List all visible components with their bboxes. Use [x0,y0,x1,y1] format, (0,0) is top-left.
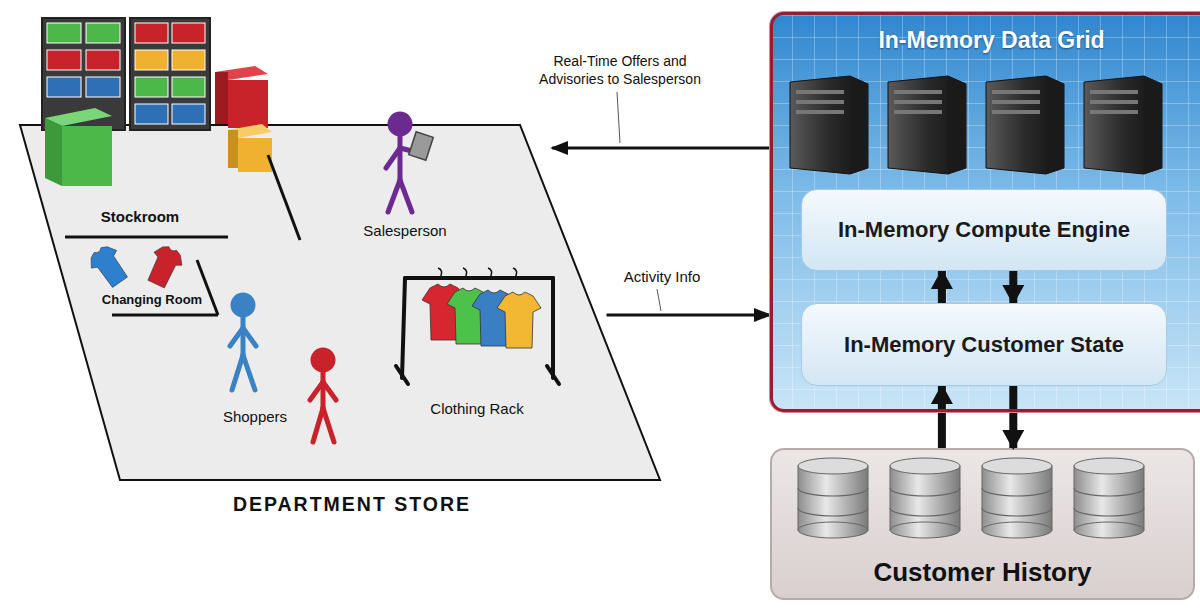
connector-arrow [1009,386,1017,448]
node-text: In-Memory Data Grid [773,15,1200,54]
connector-arrow [1009,271,1017,303]
node-text: DEPARTMENT STORE [20,493,684,516]
part-label: Salesperson [363,222,446,239]
connector-arrow [938,386,946,448]
grid-box: In-Memory Data GridIn-Memory Compute Eng… [770,12,1200,412]
part-label: Changing Room [102,292,202,307]
part-label: Shoppers [223,408,287,425]
node-text: In-Memory Customer State [844,332,1124,358]
sub-box: In-Memory Customer State [801,303,1167,386]
hist-box: Customer History [770,448,1195,600]
part-label: Stockroom [101,208,179,225]
edge-label: Activity Info [612,268,712,286]
connector-arrow [552,147,770,150]
edge-label: Real-Time Offers and Advisories to Sales… [520,52,720,88]
connector-arrow [607,314,771,317]
node-text: Customer History [873,557,1091,588]
part-label: Clothing Rack [430,400,523,417]
node-text: In-Memory Compute Engine [838,217,1130,243]
connector-arrow [938,271,946,303]
sub-box: In-Memory Compute Engine [801,189,1167,271]
